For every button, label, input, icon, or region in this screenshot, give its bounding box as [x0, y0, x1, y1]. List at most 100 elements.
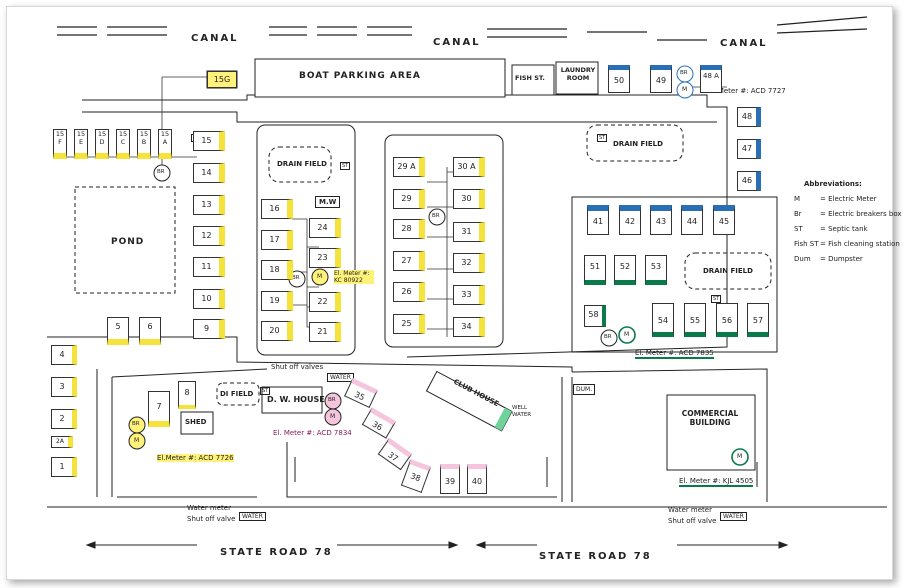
- lot-7: 7: [148, 391, 170, 427]
- pond-outline: [74, 186, 176, 294]
- shut-off-note-right: Shut off valve: [668, 517, 717, 525]
- canal-label-2: CANAL: [433, 37, 481, 48]
- meter-label-7835: El. Meter #: ACD 7835: [635, 349, 714, 360]
- meter-label-4505: El. Meter #: KJL 4505: [679, 477, 754, 488]
- lot-22: 22: [309, 292, 341, 312]
- lot-40: 40: [467, 464, 487, 494]
- water-tag-right: WATER: [720, 512, 747, 522]
- dumpster-label: DUM.: [573, 384, 596, 396]
- br-symbol-5: BR: [604, 334, 612, 340]
- br-symbol-6: BR: [328, 397, 336, 403]
- lot-53: 53: [645, 255, 667, 285]
- lot-32: 32: [453, 253, 485, 273]
- lot-10: 10: [193, 289, 225, 309]
- lot-15d: 15 D: [95, 129, 109, 159]
- lot-28: 28: [393, 219, 425, 239]
- lot-18: 18: [261, 260, 293, 280]
- shed-box: [180, 411, 214, 435]
- abbrev-item: Fish ST= Fish cleaning station: [794, 240, 903, 248]
- lot-4: 4: [51, 345, 77, 365]
- abbrev-item: Br = Electric breakers box: [794, 210, 903, 218]
- canal-label-1: CANAL: [191, 33, 239, 44]
- br-symbol-2: BR: [292, 275, 300, 281]
- abbrev-value: = Septic tank: [820, 225, 868, 233]
- road-label-1: STATE ROAD 78: [220, 547, 333, 558]
- lot-15b: 15 B: [137, 129, 151, 159]
- abbrev-item: M= Electric Meter: [794, 195, 903, 203]
- lot-8: 8: [178, 381, 196, 409]
- m-symbol-2: M: [317, 273, 323, 280]
- dw-house-label: D. W. HOUSE: [267, 395, 325, 404]
- drain-field-2-label: DRAIN FIELD: [613, 140, 663, 148]
- lot-51: 51: [584, 255, 606, 285]
- abbrev-value: = Electric breakers box: [820, 210, 902, 218]
- abbrev-item: Dum= Dumpster: [794, 255, 903, 263]
- lot-15f: 15 F: [53, 129, 67, 159]
- boat-parking-label: BOAT PARKING AREA: [299, 71, 421, 81]
- abbrev-value: = Fish cleaning station: [820, 240, 900, 248]
- abbrev-key: Dum: [794, 255, 811, 263]
- di-field-outline: [216, 382, 260, 406]
- map-frame: CANAL CANAL CANAL STATE ROAD 78 STATE RO…: [6, 6, 902, 580]
- lot-25: 25: [393, 314, 425, 334]
- lot-55: 55: [684, 303, 706, 337]
- lot-15a: 15 A: [158, 129, 172, 159]
- lot-48: 48: [737, 107, 761, 127]
- lot-45: 45: [713, 205, 735, 235]
- septic-tank-3: ST: [597, 134, 608, 142]
- shut-off-valves-note: Shut off valves: [271, 363, 324, 371]
- lot-24: 24: [309, 218, 341, 238]
- lot-17: 17: [261, 230, 293, 250]
- lot-14: 14: [193, 163, 225, 183]
- drain-field-1-outline: [268, 146, 332, 183]
- lot-23: 23: [309, 248, 341, 268]
- br-symbol-3: BR: [432, 213, 440, 219]
- lot-27: 27: [393, 251, 425, 271]
- mw-label: M.W: [315, 196, 341, 209]
- block-center: [384, 134, 504, 348]
- m-symbol-6: M: [330, 413, 336, 420]
- lot-15: 15: [193, 131, 225, 151]
- m-symbol-8: M: [737, 453, 743, 460]
- lot-30a: 30 A: [453, 157, 485, 177]
- laundry-room: [555, 61, 599, 95]
- lot-33: 33: [453, 285, 485, 305]
- lot-6: 6: [139, 317, 161, 345]
- well-water-note: WELL WATER: [512, 405, 532, 418]
- lot-19: 19: [261, 291, 293, 311]
- canal-lines: [57, 16, 868, 41]
- br-symbol-1: BR: [157, 169, 165, 175]
- shut-off-note-left: Shut off valve: [187, 515, 236, 523]
- abbreviations-legend: Abbreviations: M= Electric Meter Br = Ele…: [794, 180, 903, 270]
- septic-tank-1: ST: [340, 162, 351, 170]
- lot-42: 42: [619, 205, 641, 235]
- abbreviations-title: Abbreviations:: [804, 180, 862, 188]
- di-field-label: DI FIELD: [220, 390, 254, 398]
- lot-29a: 29 A: [393, 157, 425, 177]
- lot-50: 50: [608, 65, 630, 93]
- lot-15c: 15 C: [116, 129, 130, 159]
- septic-tank-5: ST: [260, 387, 271, 395]
- lot-13: 13: [193, 195, 225, 215]
- site-map: [47, 16, 887, 549]
- abbrev-key: Br: [794, 210, 802, 218]
- m-symbol-4: M: [682, 86, 688, 93]
- lot-47: 47: [737, 139, 761, 159]
- abbrev-item: ST= Septic tank: [794, 225, 903, 233]
- drain-field-3-label: DRAIN FIELD: [703, 267, 753, 275]
- abbrev-value: = Electric Meter: [820, 195, 877, 203]
- water-meter-note-right: Water meter: [668, 506, 712, 514]
- road-arrows: [85, 457, 789, 549]
- lot-39: 39: [440, 464, 460, 494]
- lot-5: 5: [107, 317, 129, 345]
- lot-1: 1: [51, 457, 77, 477]
- lot-49: 49: [650, 65, 672, 93]
- lot-56: 56: [716, 303, 738, 337]
- lot-9: 9: [193, 319, 225, 339]
- lot-15g: 15G: [207, 71, 237, 88]
- breaker-meter-symbols: [128, 65, 749, 466]
- lot-11: 11: [193, 257, 225, 277]
- m-symbol-7: M: [134, 437, 140, 444]
- lot-44: 44: [681, 205, 703, 235]
- lot-2a: 2A: [51, 436, 73, 448]
